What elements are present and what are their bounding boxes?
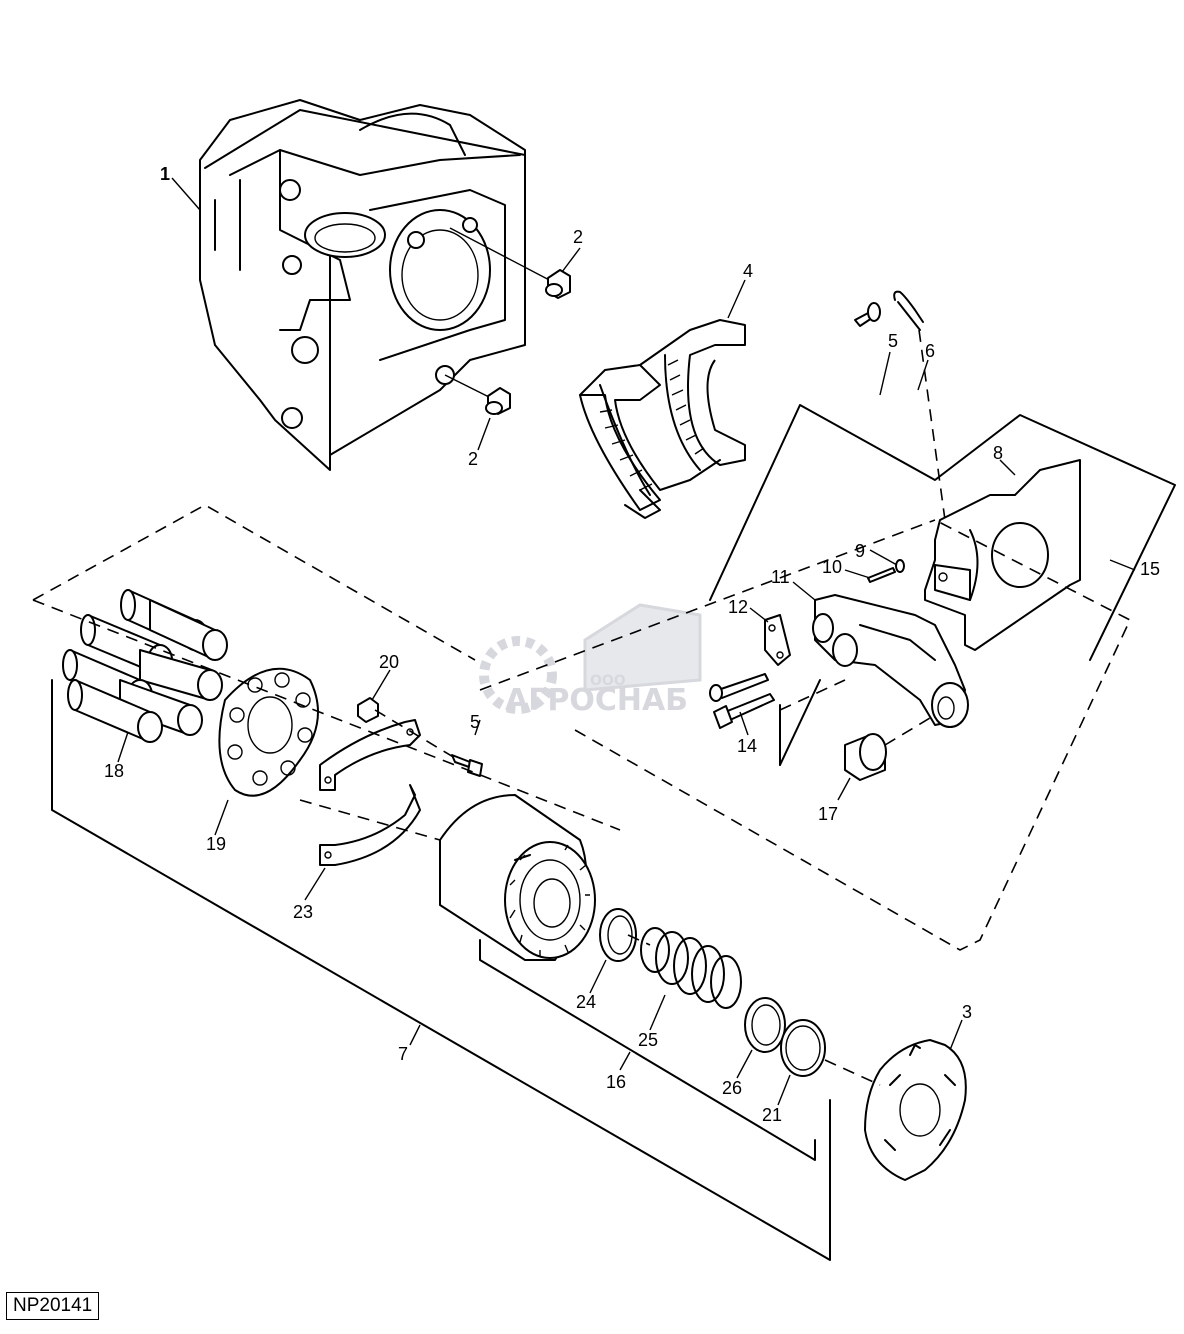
pin-part-lower (485, 387, 511, 415)
assembly-lines (32, 177, 1176, 1261)
callout-7: 7 (398, 1044, 408, 1064)
retainer-plate-19-part (218, 667, 319, 797)
pin-10-part (867, 567, 896, 583)
bolt-14-part (713, 693, 775, 729)
callout-2-upper: 2 (573, 227, 583, 247)
bolt-13-part (709, 673, 769, 702)
housing-part (199, 99, 556, 471)
callout-23: 23 (293, 902, 313, 922)
callout-20: 20 (379, 652, 399, 672)
callout-3: 3 (962, 1002, 972, 1022)
callout-10: 10 (822, 557, 842, 577)
pin-5-part (854, 302, 881, 327)
watermark-line1: ООО (590, 673, 626, 689)
callout-labels: 1 2 2 3 4 5 6 7 8 9 10 11 12 5 14 15 16 … (104, 164, 1160, 1125)
callout-4: 4 (743, 261, 753, 281)
cylinder-block-16-part (439, 794, 596, 961)
callout-12: 12 (728, 597, 748, 617)
callout-19: 19 (206, 834, 226, 854)
link-12-part (764, 614, 791, 666)
bearing-cradle-part (579, 319, 746, 519)
pistons-18-part (62, 589, 228, 743)
guide-upper-part (319, 719, 421, 791)
guide-lower-23-part (319, 784, 421, 866)
screw-5b-part (451, 754, 483, 777)
callout-25: 25 (638, 1030, 658, 1050)
callout-1: 1 (160, 164, 170, 184)
washer-9-part (895, 559, 905, 573)
pin-20-part (357, 697, 379, 723)
watermark-line2: АГРОСНАБ (505, 683, 688, 718)
callout-16: 16 (606, 1072, 626, 1092)
watermark-logo: ООО АГРОСНАБ (479, 603, 702, 718)
callout-24: 24 (576, 992, 596, 1012)
callout-14: 14 (737, 736, 757, 756)
lever-arm-11-part (812, 594, 969, 728)
callout-6: 6 (925, 341, 935, 361)
callout-15: 15 (1140, 559, 1160, 579)
spring-25-part (640, 927, 742, 1009)
callout-9: 9 (855, 541, 865, 561)
bushing-17-part (844, 733, 887, 781)
callout-2-lower: 2 (468, 449, 478, 469)
callout-26: 26 (722, 1078, 742, 1098)
callout-11: 11 (771, 567, 790, 587)
figure-reference-label: NP20141 (6, 1292, 100, 1320)
callout-18: 18 (104, 761, 124, 781)
pin-part-upper (545, 269, 571, 299)
callout-17: 17 (818, 804, 838, 824)
callout-8: 8 (993, 443, 1003, 463)
callout-5: 5 (888, 331, 898, 351)
valve-plate-3-part (864, 1039, 967, 1181)
ring-21-part (780, 1019, 826, 1077)
washer-26-part (744, 997, 786, 1053)
ring-24-part (599, 908, 637, 962)
callout-5b: 5 (470, 712, 480, 732)
callout-21: 21 (762, 1105, 782, 1125)
cotter-6-part (893, 290, 924, 331)
